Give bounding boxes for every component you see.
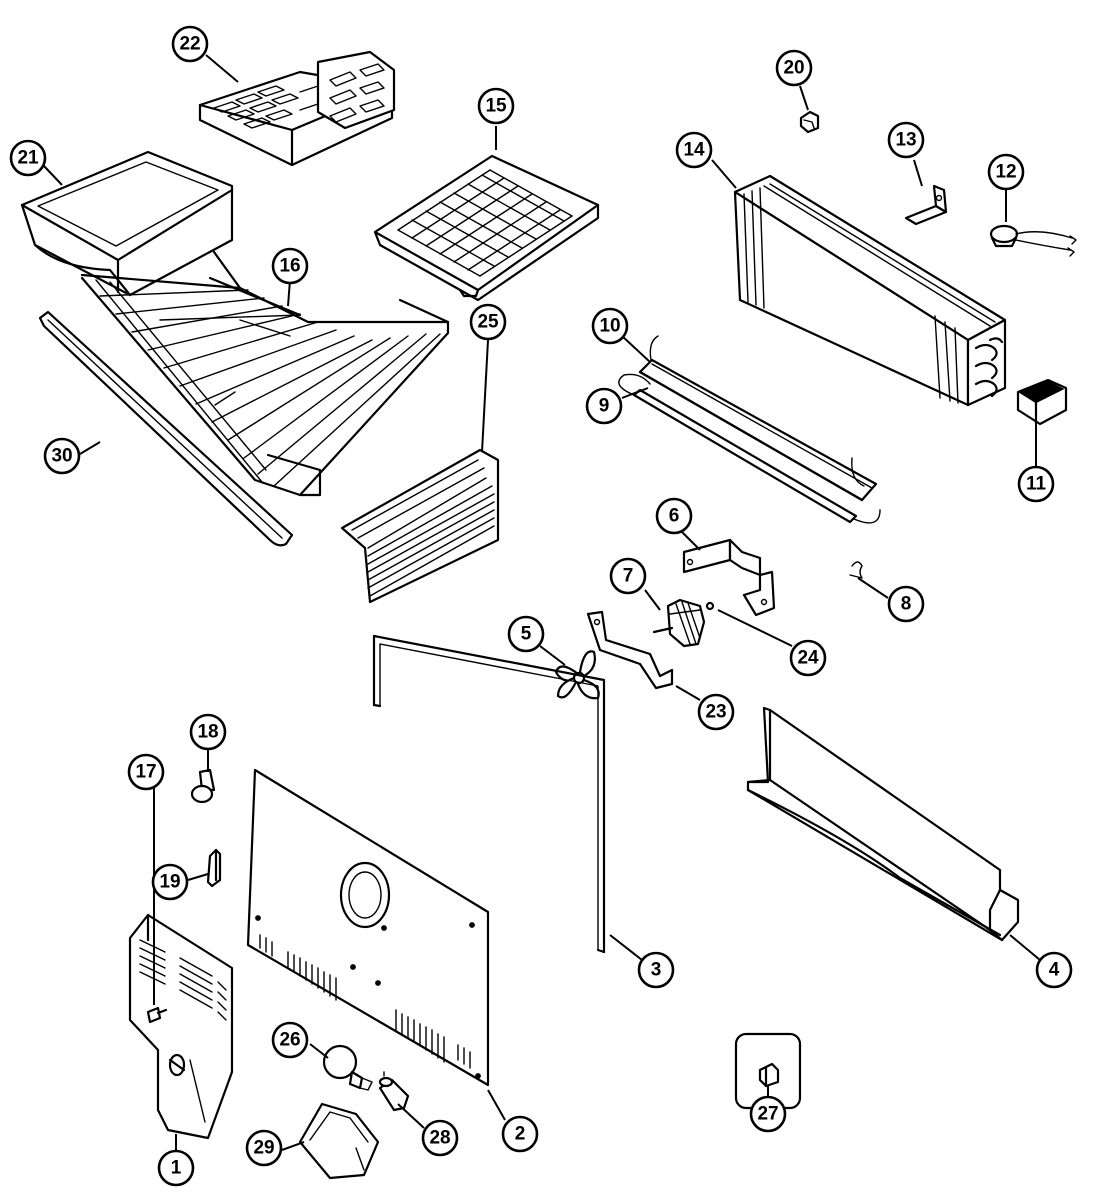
part-7-fan-motor — [652, 598, 715, 648]
callout-1-label: 1 — [171, 1158, 182, 1179]
callout-26-label: 26 — [279, 1030, 300, 1051]
callout-10-label: 10 — [599, 316, 620, 337]
part-1-light-housing — [128, 913, 234, 1140]
callout-19-label: 19 — [159, 872, 180, 893]
callout-30: 30 — [43, 437, 81, 475]
callout-20-label: 20 — [783, 58, 804, 79]
callout-19: 19 — [151, 863, 189, 901]
callout-8: 8 — [887, 585, 925, 623]
callout-8-label: 8 — [901, 594, 912, 615]
callout-25-label: 25 — [477, 312, 499, 333]
callout-26: 26 — [271, 1021, 309, 1059]
callout-29: 29 — [245, 1129, 283, 1167]
part-10-heater-trough — [638, 335, 878, 502]
callout-28: 28 — [421, 1119, 459, 1157]
part-15-ice-tray — [373, 154, 600, 302]
callout-23-label: 23 — [705, 702, 726, 723]
callout-17: 17 — [127, 753, 165, 791]
callout-13-label: 13 — [895, 130, 916, 151]
callout-22: 22 — [171, 25, 209, 63]
part-6-fan-bracket — [682, 538, 776, 617]
callout-12: 12 — [987, 153, 1025, 191]
leader-lines — [43, 54, 1041, 1155]
part-4-drain-trough — [746, 706, 1020, 942]
part-11-cap — [1016, 378, 1068, 426]
part-9-heater-element — [618, 373, 881, 524]
part-26-light-bulb — [322, 1044, 373, 1091]
part-14-evaporator — [733, 174, 1007, 407]
callout-2: 2 — [501, 1115, 539, 1153]
callout-27: 27 — [749, 1095, 787, 1133]
callout-28-label: 28 — [429, 1128, 450, 1149]
callout-18: 18 — [189, 713, 227, 751]
callout-25: 25 — [469, 303, 507, 341]
callout-17-label: 17 — [135, 762, 156, 783]
callout-10: 10 — [591, 307, 629, 345]
part-19-button — [206, 848, 222, 888]
callout-13: 13 — [887, 121, 925, 159]
part-23-motor-bracket — [586, 610, 674, 690]
callout-1: 1 — [157, 1149, 195, 1187]
callout-18-label: 18 — [197, 722, 218, 743]
part-2-back-panel — [246, 768, 490, 1087]
callout-15-label: 15 — [485, 96, 507, 117]
callout-7-label: 7 — [623, 566, 634, 587]
part-8-clip — [849, 561, 863, 579]
callout-11-label: 11 — [1026, 474, 1047, 495]
callout-4-label: 4 — [1049, 960, 1060, 981]
callout-9-label: 9 — [599, 396, 610, 417]
part-18-knob — [190, 768, 216, 804]
part-22-ice-rack — [198, 50, 396, 167]
part-25-grille-cover — [340, 448, 500, 604]
callout-27-label: 27 — [757, 1104, 778, 1125]
callout-20: 20 — [775, 49, 813, 87]
callout-9: 9 — [585, 387, 623, 425]
callout-24: 24 — [789, 639, 827, 677]
callout-6: 6 — [655, 497, 693, 535]
callout-22-label: 22 — [179, 34, 200, 55]
part-13-bracket — [904, 184, 948, 226]
callout-4: 4 — [1035, 951, 1073, 989]
part-21-ice-bin — [20, 150, 234, 297]
callout-12-label: 12 — [995, 162, 1016, 183]
callout-16-label: 16 — [279, 256, 300, 277]
callout-5: 5 — [507, 615, 545, 653]
part-12-thermostat — [989, 224, 1077, 257]
callout-2-label: 2 — [515, 1124, 526, 1145]
part-17-screw — [146, 1006, 168, 1024]
callout-15: 15 — [477, 87, 515, 125]
part-3-gasket — [372, 634, 606, 954]
callout-21: 21 — [9, 139, 47, 177]
callout-16: 16 — [271, 247, 309, 285]
callout-29-label: 29 — [253, 1138, 274, 1159]
callout-7: 7 — [609, 557, 647, 595]
callout-3-label: 3 — [651, 960, 662, 981]
callout-30-label: 30 — [51, 446, 72, 467]
callout-3: 3 — [637, 951, 675, 989]
part-28-socket — [378, 1071, 410, 1112]
callout-14: 14 — [675, 131, 713, 169]
part-29-light-lens — [298, 1102, 380, 1180]
callout-6-label: 6 — [669, 506, 680, 527]
callout-23: 23 — [697, 693, 735, 731]
callout-24-label: 24 — [797, 648, 819, 669]
part-30-trim-strip — [38, 310, 294, 547]
callout-5-label: 5 — [521, 624, 532, 645]
callout-14-label: 14 — [683, 140, 705, 161]
callout-11: 11 — [1017, 465, 1055, 503]
callout-21-label: 21 — [17, 148, 39, 169]
part-16-wire-shelf — [80, 250, 450, 497]
part-20-nut — [799, 110, 820, 134]
